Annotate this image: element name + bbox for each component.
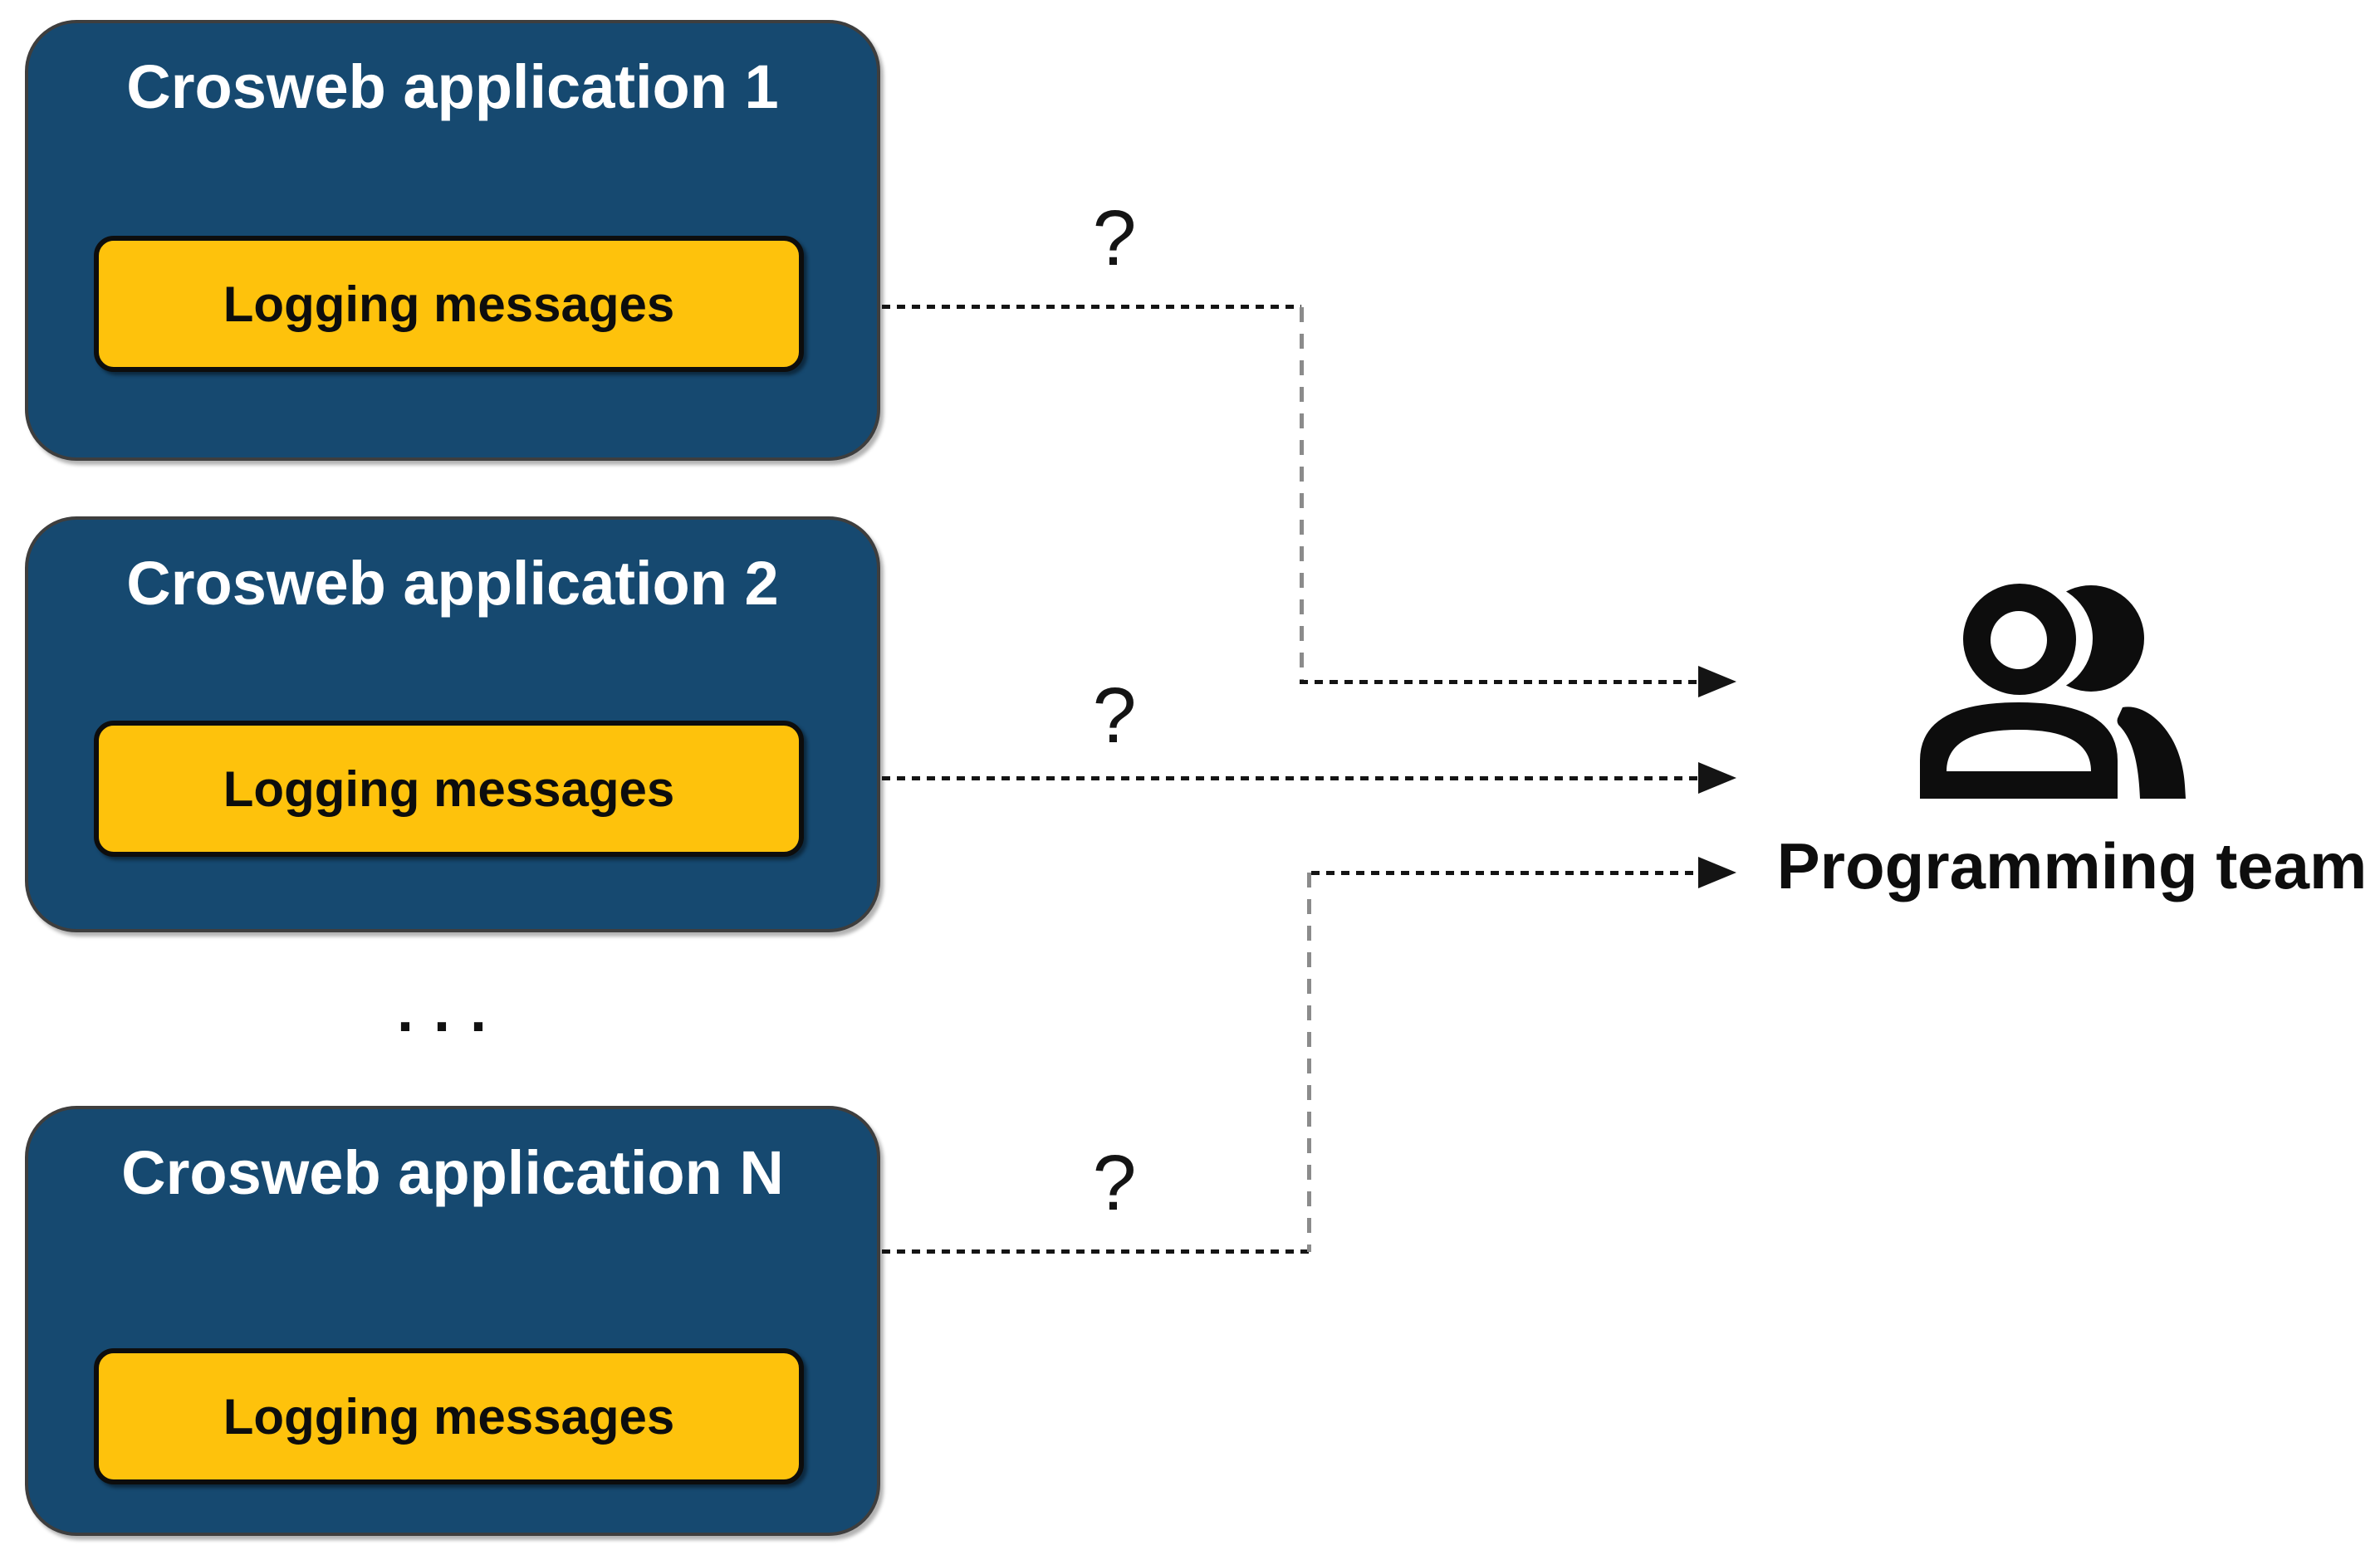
arrow-3-head-icon (1698, 857, 1736, 888)
question-mark-3: ? (1092, 1139, 1137, 1227)
arrow-2-segment-h (882, 776, 1700, 780)
arrow-3-segment-h1 (882, 1249, 1311, 1254)
logging-messages-box-1: Logging messages (94, 236, 804, 372)
more-applications-ellipsis: . . . (397, 978, 489, 1044)
question-mark-1: ? (1092, 194, 1137, 282)
app-box-1-title: Crosweb application 1 (126, 52, 779, 121)
app-box-n-title: Crosweb application N (121, 1138, 784, 1207)
logging-messages-label-2: Logging messages (223, 760, 675, 817)
arrow-1-segment-h2 (1300, 680, 1700, 684)
logging-messages-box-2: Logging messages (94, 721, 804, 857)
app-box-n: Crosweb application N Logging messages (25, 1106, 880, 1536)
app-box-1: Crosweb application 1 Logging messages (25, 20, 880, 461)
arrow-3-segment-h2 (1311, 871, 1700, 875)
programming-team-label: Programming team (1776, 829, 2368, 902)
logging-messages-label-1: Logging messages (223, 276, 675, 332)
arrow-1-segment-h1 (882, 305, 1301, 309)
arrow-1-segment-v (1300, 307, 1304, 681)
logging-messages-label-n: Logging messages (223, 1388, 675, 1445)
app-box-2-title: Crosweb application 2 (126, 549, 779, 618)
team-icon (1920, 584, 2186, 799)
arrow-2-head-icon (1698, 762, 1736, 794)
arrow-3-segment-v (1307, 873, 1311, 1252)
arrow-1-head-icon (1698, 666, 1736, 697)
question-mark-2: ? (1092, 672, 1137, 760)
app-box-2: Crosweb application 2 Logging messages (25, 516, 880, 932)
logging-messages-box-n: Logging messages (94, 1348, 804, 1484)
